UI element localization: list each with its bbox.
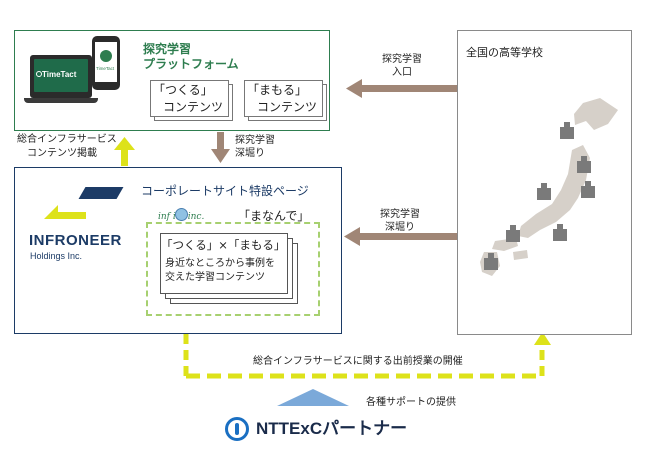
infra-post-arrow xyxy=(114,137,135,166)
entrance-label-line1: 探究学習 xyxy=(382,54,422,65)
infra-post-label-line2: コンテンツ掲載 xyxy=(27,148,97,159)
entrance-arrow xyxy=(346,79,458,98)
phone-device: TimeTact xyxy=(92,36,120,90)
tsukuru-card-line2: コンテンツ xyxy=(163,100,224,114)
outreach-arrowhead xyxy=(534,332,551,345)
logo-chevron-yellow xyxy=(44,205,58,219)
infroneer-logo-name: INFRONEER xyxy=(29,232,122,249)
deepdive-top-label-line2: 深堀り xyxy=(235,148,265,159)
schools-box xyxy=(457,30,632,335)
deepdive-down-arrow xyxy=(211,132,230,163)
support-triangle xyxy=(277,389,349,406)
phone-logo-icon xyxy=(100,50,112,62)
outreach-connector xyxy=(183,334,545,379)
schools-title: 全国の高等学校 xyxy=(466,46,543,59)
content-page-front: 「つくる」×「まもる」 身近なところから事例を 交えた学習コンテンツ xyxy=(160,233,288,294)
mamoru-card: 「まもる」 コンテンツ xyxy=(244,80,323,117)
deepdive-right-label-line2: 深堀り xyxy=(385,222,415,233)
platform-title-line1: 探究学習 xyxy=(143,42,192,56)
content-card-title: 「つくる」×「まもる」 xyxy=(161,238,286,252)
mamoru-card-line2: コンテンツ xyxy=(257,100,318,114)
ntt-logo-inner xyxy=(235,423,239,435)
deepdive-left-arrow xyxy=(344,227,458,246)
earth-icon xyxy=(175,208,188,221)
laptop-screen: TimeTact xyxy=(34,59,88,92)
infroneer-logo-sub: Holdings Inc. xyxy=(30,251,83,261)
deepdive-top-label-line1: 探究学習 xyxy=(235,135,275,146)
entrance-label-line2: 入口 xyxy=(392,67,412,78)
deepdive-right-label-line1: 探究学習 xyxy=(380,209,420,220)
series-title: 「まなんで」 xyxy=(238,209,310,223)
mamoru-card-line1: 「まもる」 xyxy=(247,83,308,97)
infra-post-label-line1: 総合インフラサービス xyxy=(17,134,117,145)
tsukuru-card-line1: 「つくる」 xyxy=(153,83,213,97)
tsukuru-card: 「つくる」 コンテンツ xyxy=(150,80,229,117)
outreach-label: 総合インフラサービスに関する出前授業の開催 xyxy=(253,356,463,367)
laptop-base xyxy=(24,98,98,103)
timetact-logo-icon xyxy=(36,71,42,77)
infroneer-logo-mark xyxy=(44,205,86,219)
content-card-line1: 身近なところから事例を xyxy=(165,258,275,269)
series-frame xyxy=(146,222,320,316)
corporate-title: コーポレートサイト特設ページ xyxy=(141,184,309,198)
phone-brand: TimeTact xyxy=(96,66,115,71)
laptop-brand: TimeTact xyxy=(42,70,77,79)
partner-name: NTTExCパートナー xyxy=(256,419,408,438)
content-card-line2: 交えた学習コンテンツ xyxy=(165,272,265,283)
logo-bar-yellow xyxy=(58,212,86,219)
ntt-logo-icon xyxy=(225,417,249,441)
platform-title-line2: プラットフォーム xyxy=(143,57,239,71)
phone-screen: TimeTact xyxy=(95,42,117,82)
laptop-device: TimeTact xyxy=(30,55,92,98)
support-label: 各種サポートの提供 xyxy=(366,397,456,408)
